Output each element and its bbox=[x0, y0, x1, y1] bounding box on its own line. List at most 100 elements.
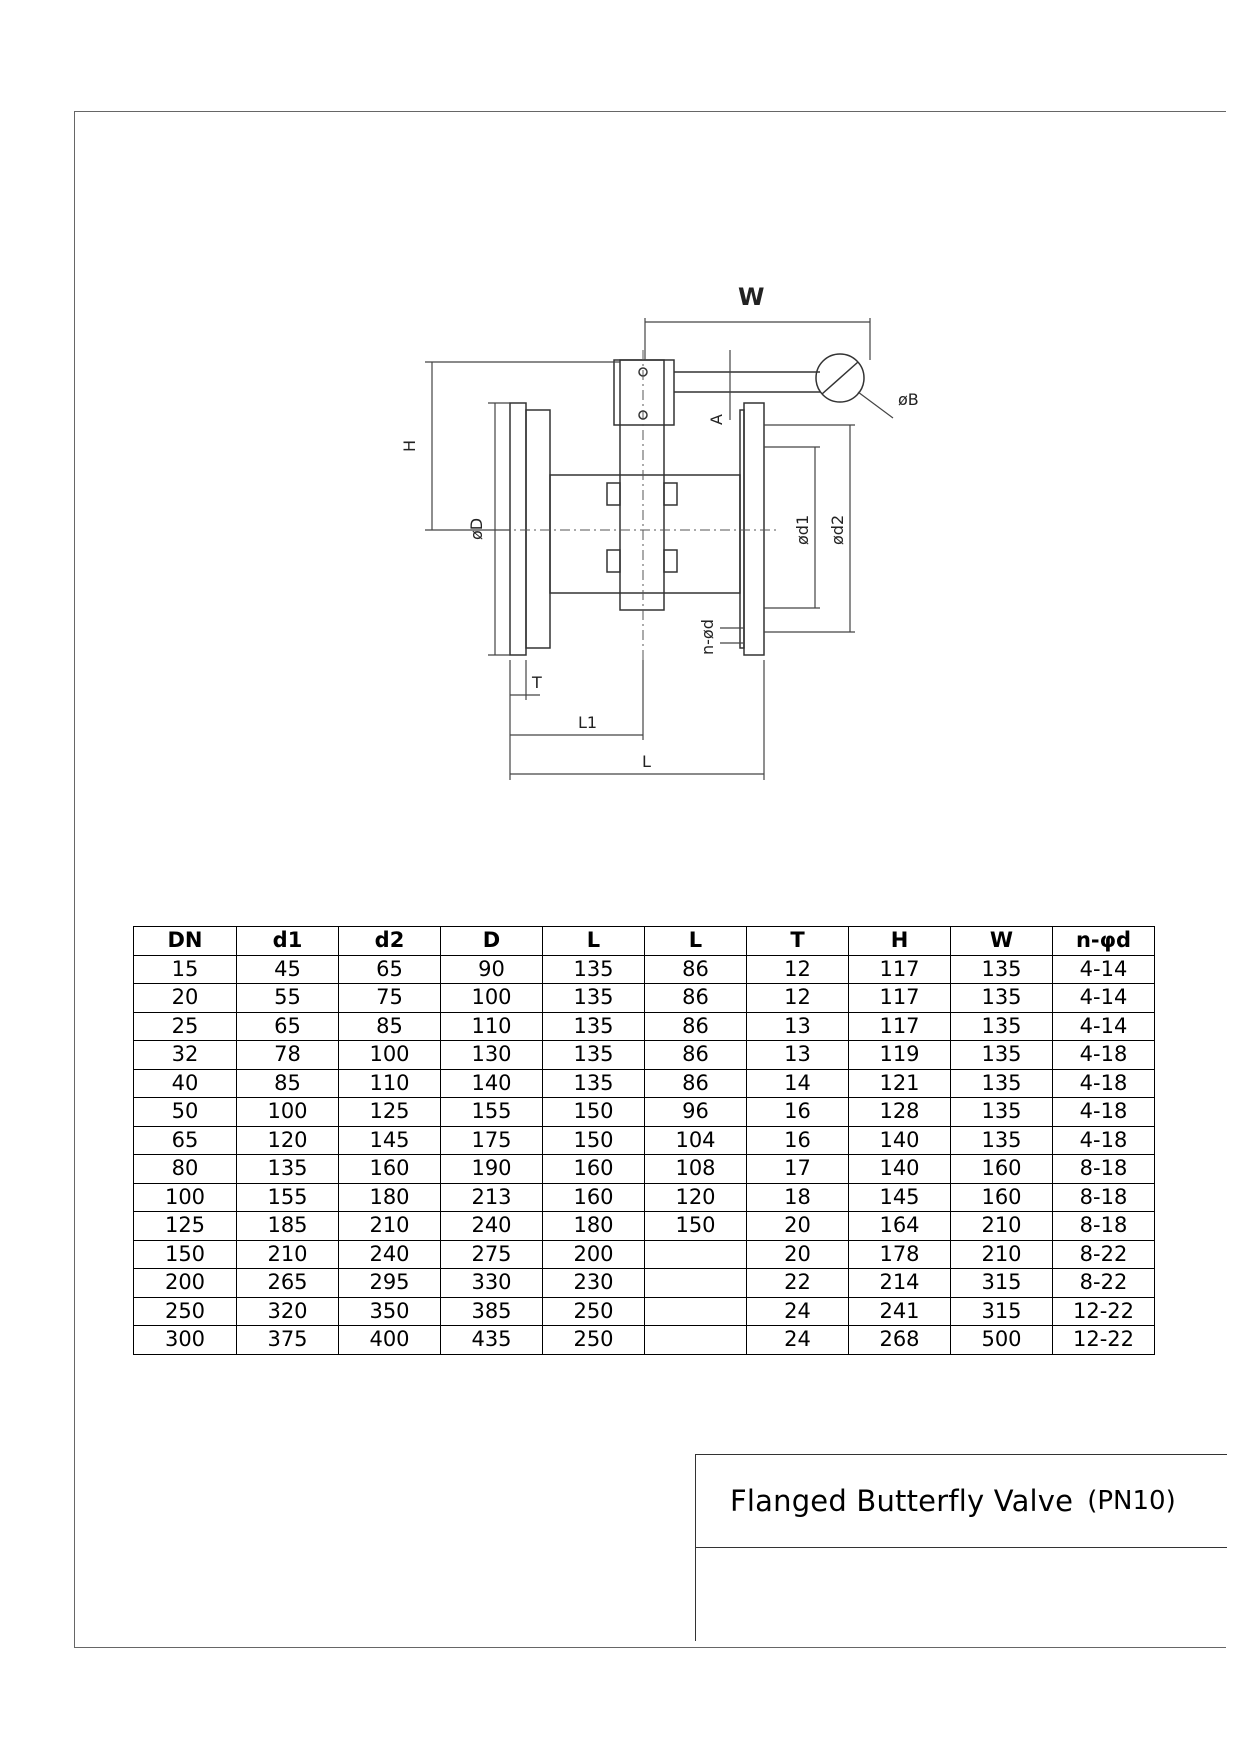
table-cell: 350 bbox=[338, 1296, 441, 1326]
table-cell: 155 bbox=[236, 1182, 339, 1212]
table-cell: 75 bbox=[338, 983, 441, 1013]
table-cell: 140 bbox=[848, 1125, 951, 1155]
table-cell: 265 bbox=[236, 1268, 339, 1298]
table-cell: 24 bbox=[746, 1325, 849, 1355]
table-cell bbox=[644, 1325, 747, 1355]
table-cell: 135 bbox=[950, 1125, 1053, 1155]
table-cell: 213 bbox=[440, 1182, 543, 1212]
table-cell: 86 bbox=[644, 1040, 747, 1070]
table-header-row: DN d1 d2 D L L T H W n-φd bbox=[133, 926, 1155, 956]
table-cell: 117 bbox=[848, 1011, 951, 1041]
table-cell: 4-18 bbox=[1052, 1040, 1155, 1070]
header-h: H bbox=[848, 926, 951, 956]
table-cell: 241 bbox=[848, 1296, 951, 1326]
table-cell: 160 bbox=[950, 1154, 1053, 1184]
header-l1: L bbox=[644, 926, 747, 956]
table-cell: 12-22 bbox=[1052, 1325, 1155, 1355]
table-cell: 160 bbox=[950, 1182, 1053, 1212]
table-cell: 110 bbox=[338, 1068, 441, 1098]
table-cell: 45 bbox=[236, 954, 339, 984]
table-cell: 24 bbox=[746, 1296, 849, 1326]
header-t: T bbox=[746, 926, 849, 956]
table-cell: 140 bbox=[848, 1154, 951, 1184]
dim-label-l: L bbox=[642, 752, 651, 771]
table-cell: 4-14 bbox=[1052, 983, 1155, 1013]
table-cell: 500 bbox=[950, 1325, 1053, 1355]
table-cell: 214 bbox=[848, 1268, 951, 1298]
title-block: Flanged Butterfly Valve (PN10) bbox=[695, 1454, 1227, 1641]
table-cell: 140 bbox=[440, 1068, 543, 1098]
table-cell: 80 bbox=[133, 1154, 237, 1184]
header-d: D bbox=[440, 926, 543, 956]
table-cell: 117 bbox=[848, 954, 951, 984]
table-cell: 230 bbox=[542, 1268, 645, 1298]
table-cell: 85 bbox=[236, 1068, 339, 1098]
table-cell: 275 bbox=[440, 1239, 543, 1269]
table-cell: 90 bbox=[440, 954, 543, 984]
table-cell: 385 bbox=[440, 1296, 543, 1326]
table-cell: 268 bbox=[848, 1325, 951, 1355]
table-cell: 100 bbox=[133, 1182, 237, 1212]
table-cell: 22 bbox=[746, 1268, 849, 1298]
table-cell: 4-18 bbox=[1052, 1125, 1155, 1155]
table-cell: 150 bbox=[542, 1125, 645, 1155]
table-cell: 160 bbox=[542, 1154, 645, 1184]
table-cell: 120 bbox=[236, 1125, 339, 1155]
table-cell: 125 bbox=[133, 1211, 237, 1241]
dim-label-l1: L1 bbox=[578, 713, 597, 732]
table-cell: 4-14 bbox=[1052, 954, 1155, 984]
table-cell: 375 bbox=[236, 1325, 339, 1355]
table-cell: 435 bbox=[440, 1325, 543, 1355]
table-cell: 100 bbox=[236, 1097, 339, 1127]
dim-label-n-phi-d: n-ød bbox=[698, 619, 717, 655]
table-cell: 108 bbox=[644, 1154, 747, 1184]
table-cell: 8-18 bbox=[1052, 1154, 1155, 1184]
pressure-rating: (PN10) bbox=[1087, 1486, 1176, 1516]
table-cell: 200 bbox=[542, 1239, 645, 1269]
table-cell: 120 bbox=[644, 1182, 747, 1212]
header-d2: d2 bbox=[338, 926, 441, 956]
table-cell: 8-18 bbox=[1052, 1182, 1155, 1212]
header-w: W bbox=[950, 926, 1053, 956]
header-d1: d1 bbox=[236, 926, 339, 956]
table-cell: 135 bbox=[950, 1097, 1053, 1127]
dim-label-t: T bbox=[531, 673, 542, 692]
table-cell: 104 bbox=[644, 1125, 747, 1155]
table-cell: 135 bbox=[950, 1011, 1053, 1041]
table-cell: 100 bbox=[338, 1040, 441, 1070]
table-cell: 135 bbox=[542, 954, 645, 984]
table-cell: 135 bbox=[950, 983, 1053, 1013]
table-cell: 50 bbox=[133, 1097, 237, 1127]
table-cell: 86 bbox=[644, 1068, 747, 1098]
table-cell: 110 bbox=[440, 1011, 543, 1041]
table-cell: 86 bbox=[644, 983, 747, 1013]
table-cell: 15 bbox=[133, 954, 237, 984]
table-cell: 180 bbox=[338, 1182, 441, 1212]
table-cell: 20 bbox=[746, 1211, 849, 1241]
table-cell: 117 bbox=[848, 983, 951, 1013]
table-cell bbox=[644, 1296, 747, 1326]
table-cell: 160 bbox=[338, 1154, 441, 1184]
table-cell: 330 bbox=[440, 1268, 543, 1298]
table-cell: 150 bbox=[542, 1097, 645, 1127]
table-cell: 65 bbox=[133, 1125, 237, 1155]
table-cell: 85 bbox=[338, 1011, 441, 1041]
header-n-phi-d: n-φd bbox=[1052, 926, 1155, 956]
table-cell: 128 bbox=[848, 1097, 951, 1127]
table-cell: 300 bbox=[133, 1325, 237, 1355]
table-cell: 4-18 bbox=[1052, 1097, 1155, 1127]
table-cell: 130 bbox=[440, 1040, 543, 1070]
table-cell: 135 bbox=[542, 1040, 645, 1070]
table-cell: 135 bbox=[950, 1040, 1053, 1070]
table-cell: 295 bbox=[338, 1268, 441, 1298]
table-cell: 240 bbox=[338, 1239, 441, 1269]
header-l: L bbox=[542, 926, 645, 956]
table-cell: 250 bbox=[133, 1296, 237, 1326]
valve-technical-drawing: W H A øB øD ød1 ød2 n-ød T L1 L bbox=[400, 255, 950, 815]
table-cell: 150 bbox=[133, 1239, 237, 1269]
